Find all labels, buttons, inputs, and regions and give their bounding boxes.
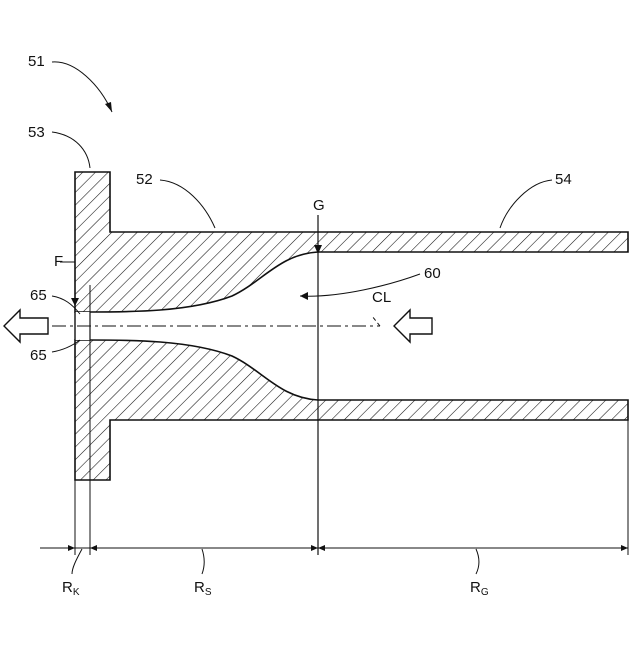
label-65-upper: 65 (30, 287, 47, 304)
label-rk: RK (62, 579, 80, 598)
label-65-lower: 65 (30, 347, 47, 364)
upper-body (75, 172, 628, 312)
label-cl: CL (372, 289, 391, 306)
label-51: 51 (28, 53, 45, 70)
label-rs: RS (194, 579, 212, 598)
lower-body (75, 340, 628, 480)
label-rg: RG (470, 579, 489, 598)
label-g: G (313, 197, 325, 214)
label-52: 52 (136, 171, 153, 188)
label-54: 54 (555, 171, 572, 188)
label-53: 53 (28, 124, 45, 141)
label-60: 60 (424, 265, 441, 282)
label-f: F (54, 253, 63, 270)
inlet-arrow (394, 310, 432, 342)
outlet-arrow (4, 310, 48, 342)
